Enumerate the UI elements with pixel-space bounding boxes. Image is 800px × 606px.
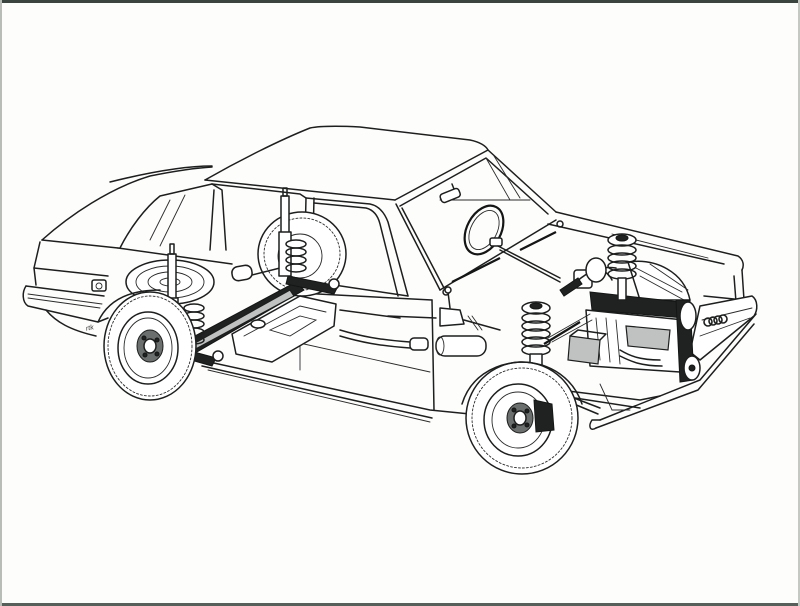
gear-linkage: [339, 286, 501, 331]
photo-edge-right: [798, 0, 800, 606]
front-wheel: [465, 361, 579, 475]
rear-wheel-arch: [97, 289, 161, 323]
battery: [567, 335, 601, 365]
wiper-blades: [442, 220, 564, 296]
photo-edge-top: [0, 0, 800, 3]
steering-wheel-icon: [463, 204, 561, 283]
photo-edge-bottom: [0, 603, 800, 606]
rear-view-mirror: [439, 183, 461, 204]
exhaust-silencer: [435, 335, 487, 357]
gear-knob: [444, 286, 452, 294]
gear-lever-boot: [439, 307, 465, 327]
radiator-fan: [627, 260, 691, 301]
trunk-lid: [33, 166, 213, 286]
rear-bumper: [22, 279, 109, 337]
photo-edge-left: [0, 0, 2, 606]
windshield: [394, 149, 557, 291]
rear-wheel-near: [103, 291, 197, 401]
front-wheel-arch: [461, 361, 583, 405]
grille-badge-four-rings: [703, 314, 728, 327]
brake-caliper: [533, 399, 555, 433]
front-strut-far: [585, 233, 637, 301]
engine: [559, 260, 701, 411]
fuel-tank: [231, 295, 337, 363]
roof: [109, 125, 489, 201]
rear-coil-spring-right: [285, 239, 307, 273]
exhaust-system: [231, 264, 487, 357]
tail-lamp: [91, 279, 107, 292]
